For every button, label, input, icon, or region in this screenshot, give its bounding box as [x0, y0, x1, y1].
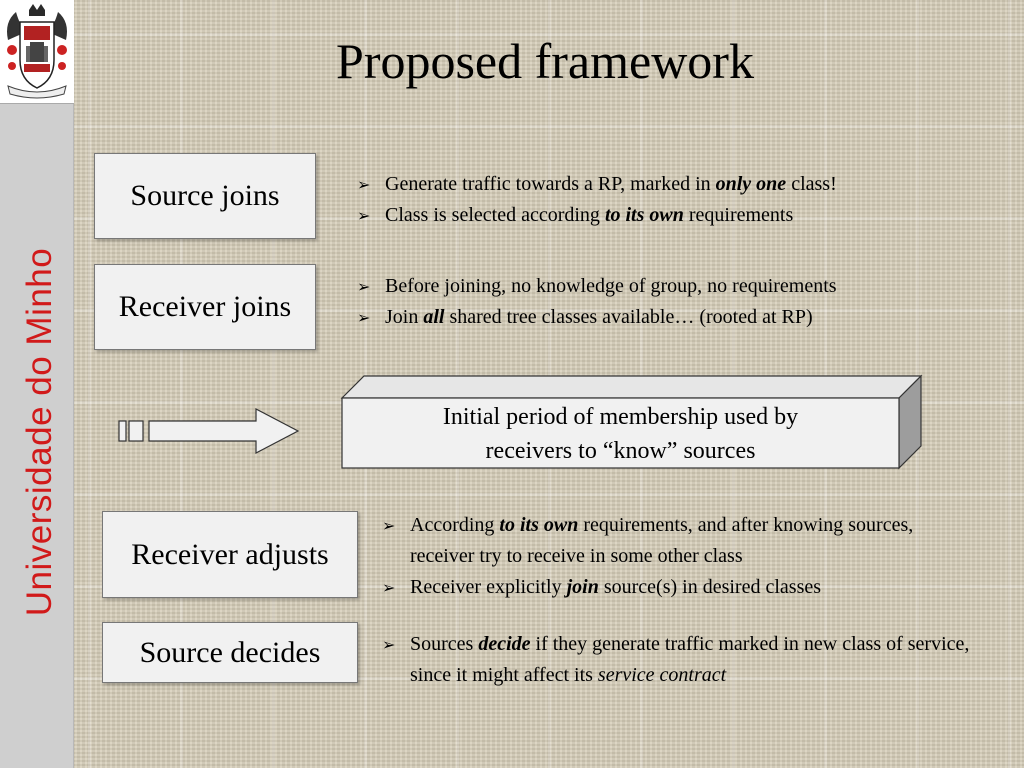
slide-title: Proposed framework: [336, 33, 754, 89]
receiver-adjusts-box: Receiver adjusts: [102, 511, 358, 598]
bullet-text: only one: [715, 173, 787, 195]
source-joins-box: Source joins: [94, 153, 316, 239]
bullet-text: requirements, and after knowing sources,…: [410, 514, 914, 567]
bullet-text: class!: [786, 173, 837, 195]
bullet-text: to its own: [499, 514, 579, 536]
bullet-arrow-icon: ➢: [357, 206, 371, 225]
bullet-text: join: [566, 576, 599, 598]
bullet-arrow-icon: ➢: [357, 175, 371, 194]
source-joins-bullets: ➢ Generate traffic towards a RP, marked i…: [357, 169, 997, 231]
university-logo: [0, 0, 74, 104]
bullet-item: ➢ According to its own requirements, and …: [382, 510, 974, 572]
initial-period-line-2: receivers to “know” sources: [485, 438, 756, 464]
bullet-arrow-icon: ➢: [357, 277, 371, 296]
box-label: Source decides: [139, 635, 321, 669]
sidebar: Universidade do Minho: [0, 0, 74, 768]
bullet-text: all: [423, 306, 445, 328]
initial-period-block: [340, 374, 923, 470]
source-decides-box: Source decides: [102, 622, 358, 683]
bullet-item: ➢ Generate traffic towards a RP, marked i…: [357, 169, 997, 200]
bullet-item: ➢ Sources decide if they generate traffic…: [382, 629, 1002, 691]
box-label: Receiver adjusts: [131, 537, 329, 571]
receiver-adjusts-bullets: ➢ According to its own requirements, and …: [382, 510, 974, 603]
receiver-joins-box: Receiver joins: [94, 264, 316, 350]
bullet-text: if they generate traffic marked in new c…: [410, 633, 970, 686]
bullet-text: to its own: [604, 204, 684, 226]
receiver-joins-bullets: ➢ Before joining, no knowledge of group, …: [357, 271, 997, 333]
bullet-text: decide: [478, 633, 531, 655]
box-label: Source joins: [130, 179, 280, 212]
bullet-text: Generate traffic towards a RP, marked in: [385, 173, 716, 195]
university-name: Universidade do Minho: [20, 247, 59, 617]
bullet-arrow-icon: ➢: [357, 308, 371, 327]
bullet-text: Join: [385, 306, 424, 328]
bullet-text: Before joining, no knowledge of group, n…: [385, 275, 837, 297]
bullet-text: shared tree classes available… (rooted a…: [444, 306, 813, 328]
bullet-text: Class is selected according: [385, 204, 605, 226]
bullet-text: source(s) in desired classes: [598, 576, 822, 598]
bullet-arrow-icon: ➢: [382, 516, 396, 535]
bullet-item: ➢ Receiver explicitly join source(s) in d…: [382, 572, 974, 603]
bullet-arrow-icon: ➢: [382, 635, 396, 654]
box-label: Receiver joins: [118, 290, 292, 323]
bullet-item: ➢ Before joining, no knowledge of group, …: [357, 271, 997, 302]
bullet-text: Sources: [410, 633, 479, 655]
university-crest-icon: [7, 4, 67, 99]
bullet-text: requirements: [683, 204, 794, 226]
initial-period-line-1: Initial period of membership used by: [442, 404, 799, 430]
initial-period-text: Initial period of membership used by rec…: [343, 400, 898, 468]
bullet-arrow-icon: ➢: [382, 578, 396, 597]
bullet-item: ➢Class is selected according to its own …: [357, 200, 997, 231]
bullet-text: Receiver explicitly: [410, 576, 567, 598]
right-block-arrow-icon: [118, 408, 300, 454]
bullet-item: ➢ Join all shared tree classes available……: [357, 302, 997, 333]
bullet-text: According: [410, 514, 500, 536]
source-decides-bullets: ➢ Sources decide if they generate traffic…: [382, 629, 1002, 691]
bullet-text: service contract: [597, 664, 727, 686]
